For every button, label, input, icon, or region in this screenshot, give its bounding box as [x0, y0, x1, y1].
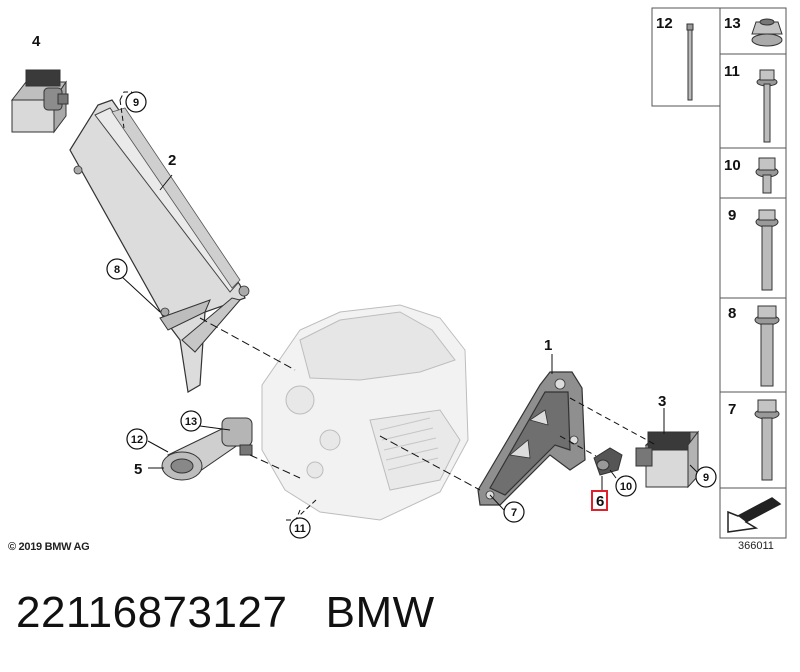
- callout-12: 12: [131, 434, 143, 446]
- part-6-rubber-pad: [593, 447, 623, 476]
- circled-callout-13: 13: [180, 410, 202, 432]
- callout-8: 8: [114, 264, 120, 276]
- stud-12-drawing: [686, 23, 694, 101]
- image-id: 366011: [738, 540, 774, 552]
- nut-13-drawing: [751, 18, 783, 47]
- callout-4: 4: [32, 33, 41, 50]
- fastener-label-8: 8: [728, 305, 736, 322]
- callout-6: 6: [596, 493, 604, 510]
- bolt-10-drawing: [755, 157, 779, 194]
- callout-6-highlight-box: [591, 490, 608, 511]
- bolt-11-drawing: [756, 69, 778, 143]
- part-1-bracket: [477, 371, 586, 506]
- circled-callout-8: 8: [106, 258, 128, 280]
- callout-5: 5: [134, 461, 142, 478]
- part-number: 22116873127: [16, 588, 288, 637]
- fastener-label-12: 12: [656, 15, 673, 32]
- circled-callout-10: 10: [615, 475, 637, 497]
- fastener-label-7: 7: [728, 401, 736, 418]
- callout-11: 11: [294, 523, 306, 535]
- callout-9-top: 9: [133, 97, 139, 109]
- fastener-label-10: 10: [724, 157, 741, 174]
- part-3-mount: [635, 430, 700, 489]
- transmission-housing-ghost: [261, 304, 469, 521]
- fastener-label-11: 11: [724, 63, 740, 80]
- bolt-9-drawing: [755, 209, 779, 291]
- callout-10: 10: [620, 481, 632, 493]
- part-2-frame: [69, 99, 250, 393]
- part-number-line: 22116873127 BMW: [16, 588, 435, 638]
- copyright-text: © 2019 BMW AG: [8, 541, 90, 553]
- callout-1: 1: [544, 337, 552, 354]
- callout-7: 7: [511, 507, 517, 519]
- circled-callout-7: 7: [503, 501, 525, 523]
- callout-9-right: 9: [703, 472, 709, 484]
- callout-3: 3: [658, 393, 666, 410]
- brand-name: BMW: [325, 588, 435, 637]
- leader-lines: [119, 91, 701, 521]
- callout-13: 13: [185, 416, 197, 428]
- part-4-mount: [10, 69, 69, 134]
- fastener-label-9: 9: [728, 207, 736, 224]
- fastener-label-13: 13: [724, 15, 741, 32]
- arrow-icon: [727, 497, 782, 533]
- callout-2: 2: [168, 152, 176, 169]
- bolt-8-drawing: [754, 305, 780, 387]
- circled-callout-9b: 9: [695, 466, 717, 488]
- circled-callout-12: 12: [126, 428, 148, 450]
- fastener-panel: [651, 7, 787, 539]
- circled-callout-9a: 9: [125, 91, 147, 113]
- part-5-torque-rod: [161, 417, 253, 481]
- circled-callout-11: 11: [289, 517, 311, 539]
- bolt-7-drawing: [754, 399, 780, 481]
